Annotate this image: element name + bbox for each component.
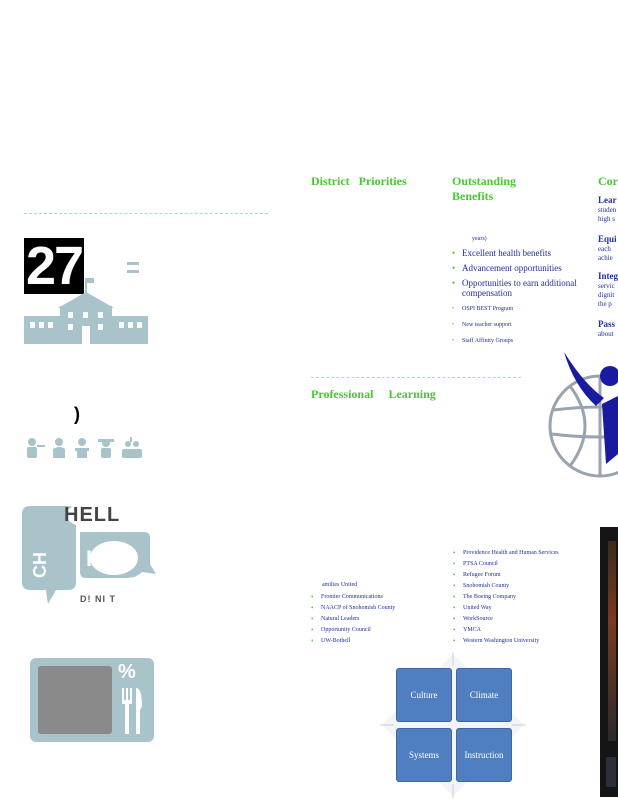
benefit-item: New teacher support — [452, 320, 602, 330]
partner-item: United Way — [453, 603, 598, 614]
speech-bubbles-graphic — [22, 502, 156, 604]
left-separator — [24, 213, 268, 214]
district-priorities-title: District Priorities — [311, 174, 407, 188]
partner-item: Natural Leaders — [311, 614, 451, 625]
core-values-title: Cor — [598, 174, 618, 188]
benefit-item: Staff Affinity Groups — [452, 336, 602, 346]
partner-item: The Boeing Company — [453, 592, 598, 603]
core-value-desc: high s — [598, 215, 615, 223]
benefits-list: Excellent health benefits Advancement op… — [452, 248, 602, 346]
core-value-desc: each — [598, 245, 611, 253]
speech-bottom-word: D! NI T — [80, 594, 116, 604]
speech-hola: HOL — [86, 546, 133, 571]
benefits-years-fragment: years) — [472, 236, 487, 242]
quadrant-instruction: Instruction — [456, 728, 512, 782]
speech-vertical: CH — [30, 552, 50, 578]
school-building-icon — [24, 262, 148, 344]
quadrant-culture: Culture — [396, 668, 452, 722]
partner-item: NAACP of Snohomish County — [311, 603, 451, 614]
partner-item: Refugee Forum — [453, 570, 598, 581]
photo-detail — [608, 541, 616, 741]
outstanding-benefits-title: Outstanding Benefits — [452, 174, 517, 203]
partner-item: Providence Health and Human Services — [453, 548, 598, 559]
quadrant-climate: Climate — [456, 668, 512, 722]
partners-list-right: Providence Health and Human Services PTS… — [453, 548, 598, 647]
core-value-title: Equi — [598, 234, 617, 244]
core-values-column: Cor Lear studen high s Equi each achie I… — [598, 174, 618, 354]
partners-left-fragment: amilies United — [322, 582, 358, 588]
benefit-item: OSPI BEST Program — [452, 304, 602, 314]
quadrant-systems: Systems — [396, 728, 452, 782]
core-value-desc: the p — [598, 300, 612, 308]
partner-item: Snohomish County — [453, 581, 598, 592]
partner-item: Western Washington University — [453, 636, 598, 647]
core-value-desc: achie — [598, 254, 613, 262]
percent-symbol: % — [118, 661, 136, 683]
core-value-desc: servic — [598, 282, 615, 290]
middle-separator — [311, 377, 521, 378]
photo-strip — [600, 527, 618, 797]
core-value-title: Pass — [598, 319, 616, 329]
speech-hello: HELL — [64, 504, 121, 526]
partner-item: YMCA — [453, 625, 598, 636]
partner-item: WorkSource — [453, 614, 598, 625]
benefit-item: Excellent health benefits — [452, 248, 602, 259]
partner-item: Frontier Communications — [311, 592, 451, 603]
photo-detail — [606, 757, 616, 787]
partners-list-left: Frontier Communications NAACP of Snohomi… — [311, 592, 451, 647]
globe-person-logo — [548, 352, 618, 478]
meal-percent-graphic — [30, 658, 154, 742]
core-value-desc: studen — [598, 206, 617, 214]
core-value-title: Lear — [598, 195, 617, 205]
partner-item: Opportunity Council — [311, 625, 451, 636]
core-value-title: Integ — [598, 271, 618, 281]
partner-item: PTSA Council — [453, 559, 598, 570]
professional-learning-title: Professional Learning — [311, 387, 436, 401]
benefit-item: Opportunities to earn additional compens… — [452, 278, 602, 298]
core-value-desc: about — [598, 330, 614, 338]
benefit-item: Advancement opportunities — [452, 263, 602, 274]
partial-stat-glyph: ) — [74, 404, 80, 424]
partner-item: UW-Bothell — [311, 636, 451, 647]
people-icons-row — [27, 437, 142, 458]
core-value-desc: dignit — [598, 291, 615, 299]
stat-number: 27 — [24, 236, 84, 296]
